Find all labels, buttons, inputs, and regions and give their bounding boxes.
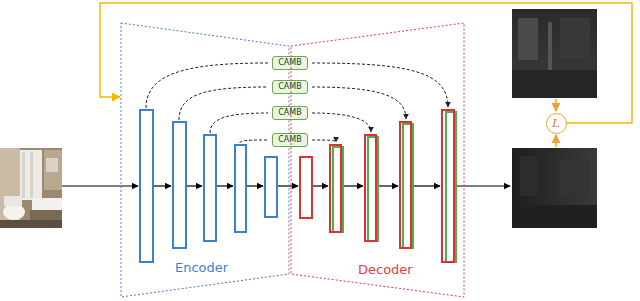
- loss-circle: L: [546, 113, 567, 134]
- ground-truth-depth-map: [512, 148, 597, 228]
- node-label: CAMB: [278, 109, 301, 117]
- encoder-feature-maps: [140, 110, 277, 262]
- input-photo: [0, 148, 62, 228]
- node-label: CAMB: [278, 83, 301, 91]
- decoder-feature-maps: [300, 110, 454, 262]
- camb-block: CAMB: [272, 80, 308, 94]
- camb-block: CAMB: [272, 56, 308, 70]
- network-region: Encoder: [120, 22, 290, 298]
- node-label: Decoder: [358, 262, 413, 277]
- skip-feature-maps: [333, 112, 456, 262]
- forward-arrows: [62, 185, 510, 186]
- loss-input-arrow: [555, 135, 557, 147]
- node-label: L: [552, 118, 559, 129]
- node-label: CAMB: [278, 59, 301, 67]
- loss-feedback-connector: [100, 3, 632, 123]
- loss-input-arrow: [555, 99, 557, 111]
- network-region: Decoder: [290, 22, 465, 298]
- node-label: Encoder: [175, 260, 228, 275]
- skip-connections: [146, 63, 448, 143]
- region-outline: [290, 22, 465, 298]
- predicted-depth-map: [512, 9, 597, 98]
- region-outline: [120, 22, 290, 298]
- node-label: CAMB: [278, 136, 301, 144]
- camb-block: CAMB: [272, 133, 308, 147]
- camb-block: CAMB: [272, 106, 308, 120]
